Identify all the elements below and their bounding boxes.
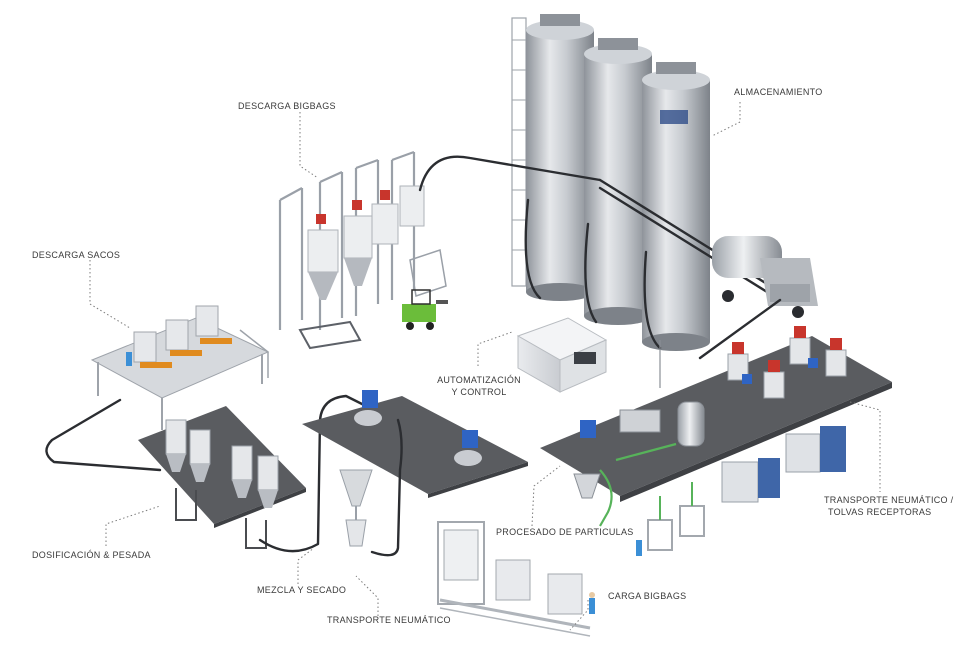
processing-platform [540,326,892,556]
silo-2 [584,38,652,325]
label-procesado-particulas: PROCESADO DE PARTICULAS [496,527,634,537]
label-transporte-tolvas-line1: TRANSPORTE NEUMÁTICO / [824,495,954,505]
silo-ladder [511,17,527,287]
label-automatizacion: AUTOMATIZACIÓN Y CONTROL [424,374,534,398]
silo-logo-icon [660,110,688,124]
valve-red-icon [768,360,780,372]
silo-3 [642,62,710,351]
label-transporte-neumatico: TRANSPORTE NEUMÁTICO [327,615,451,625]
hopper-blue-icon [580,420,596,438]
tanker-truck [712,236,818,318]
operator-icon [636,540,642,556]
dosing-weighing-platform [138,406,306,549]
label-automatizacion-line1: AUTOMATIZACIÓN [437,375,521,385]
hopper-blue-icon [362,390,378,408]
label-dosificacion-pesada: DOSIFICACIÓN & PESADA [32,550,151,560]
label-carga-bigbags: CARGA BIGBAGS [608,591,687,601]
label-descarga-sacos: DESCARGA SACOS [32,250,121,260]
bigbag-loading-station [437,521,595,637]
valve-red-icon [794,326,806,338]
operator-icon [126,352,132,366]
valve-red-icon [380,190,390,200]
bag-unloading-platform [90,305,270,430]
label-almacenamiento: ALMACENAMIENTO [734,87,823,97]
forklift [402,289,448,330]
valve-red-icon [352,200,362,210]
label-transporte-tolvas-line2: TOLVAS RECEPTORAS [828,507,932,517]
hopper-blue-icon [462,430,478,448]
label-transporte-tolvas: TRANSPORTE NEUMÁTICO / TOLVAS RECEPTORAS [824,494,953,518]
valve-red-icon [316,214,326,224]
bigbag-unloading-station [278,150,447,350]
label-automatizacion-line2: Y CONTROL [451,387,507,397]
leader-lines [89,102,881,631]
mixing-drying-platform [302,390,528,557]
valve-red-icon [732,342,744,354]
storage-silos [511,14,782,351]
label-mezcla-secado: MEZCLA Y SECADO [257,585,347,595]
silo-1 [526,14,594,301]
operator-icon [589,598,595,614]
valve-red-icon [830,338,842,350]
control-booth [516,317,608,393]
label-descarga-bigbags: DESCARGA BIGBAGS [238,101,336,111]
